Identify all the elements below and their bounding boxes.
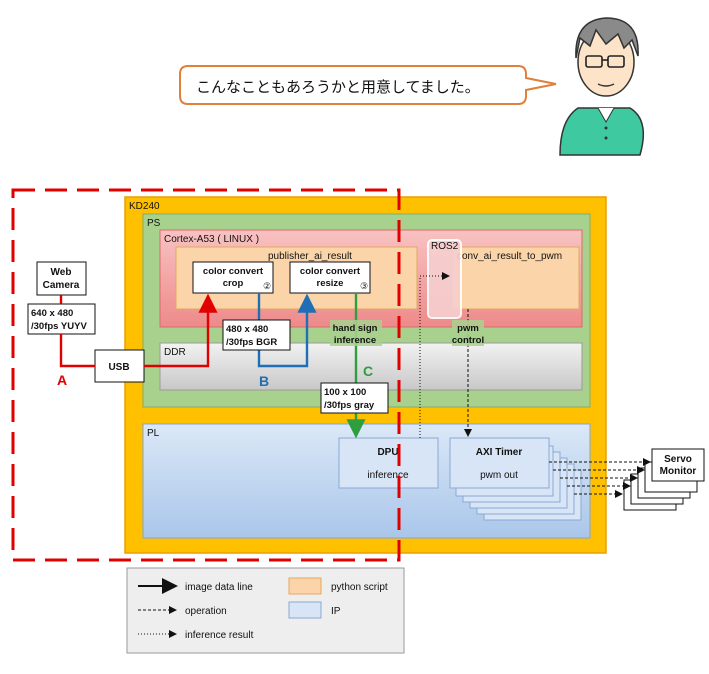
publisher-label: publisher_ai_result [268,251,352,262]
usb-box [94,349,145,383]
resize-label-2: resize [317,278,344,289]
kd240-label: KD240 [129,201,160,212]
hand-sign-label-1: hand sign [333,323,378,334]
crop-label-1: color convert [203,266,264,277]
res100-box [320,382,389,414]
res640-label-1: 640 x 480 [31,308,73,319]
speech-bubble: こんなこともあろうかと用意してました。 [179,65,557,105]
res100-label-2: /30fps gray [324,400,375,411]
legend-ip-text: IP [331,606,341,617]
webcam-label-2: Camera [43,280,80,291]
dpu-sub: inference [367,470,409,481]
path-a-3 [144,293,218,368]
servo-label-2: Monitor [660,466,697,477]
servo-stack [623,448,705,511]
hand-sign-bg [330,320,382,346]
ps-label: PS [147,218,161,229]
dpu-label: DPU [377,447,398,458]
legend-operation-text: operation [185,606,227,617]
hand-sign-label-2: inference [334,335,376,346]
label-b: B [259,373,269,389]
axi-sub: pwm out [480,470,518,481]
crop-box [192,261,274,294]
crop-label-2: crop [223,278,244,289]
conv-label: conv_ai_result_to_pwm [457,251,562,262]
speech-text: こんなこともあろうかと用意してました。 [196,78,480,96]
pwm-label-1: pwm [457,323,479,334]
res640-label-2: /30fps YUYV [31,321,87,332]
legend-python-swatch [288,577,322,595]
legend-inference-text: inference result [185,630,254,641]
resize-box [289,261,371,294]
webcam-label-1: Web [51,267,72,278]
res480-label-2: /30fps BGR [226,337,277,348]
boundary-dashed [11,188,401,562]
cortex-label: Cortex-A53 ( LINUX ) [164,234,259,245]
crop-number: ② [263,281,271,291]
resize-number: ③ [360,281,368,291]
ddr-label: DDR [164,347,186,358]
servo-label-1: Servo [664,454,692,465]
path-a-2 [59,334,95,368]
legend-image-text: image data line [185,582,253,593]
label-a: A [57,372,67,388]
webcam-box [36,261,87,296]
res100-label-1: 100 x 100 [324,387,366,398]
ddr-region [159,342,583,391]
inference-result-line [419,272,450,438]
label-c: C [363,363,373,379]
axi-stack [449,437,582,521]
legend-python-text: python script [331,582,388,593]
pwm-label-2: control [452,335,484,346]
axi-label: AXI Timer [476,447,523,458]
res640-box [27,303,96,335]
pwm-bg [452,320,484,346]
dpu-block [338,437,439,489]
conv-script [451,246,580,310]
pwm-arrows [549,458,651,498]
character-avatar [559,17,645,156]
usb-label: USB [108,362,129,373]
legend-ip-swatch [288,601,322,619]
res480-label-1: 480 x 480 [226,324,268,335]
resize-label-1: color convert [300,266,361,277]
pl-label: PL [147,428,160,439]
res480-box [222,319,291,351]
ros2-label: ROS2 [431,241,459,252]
